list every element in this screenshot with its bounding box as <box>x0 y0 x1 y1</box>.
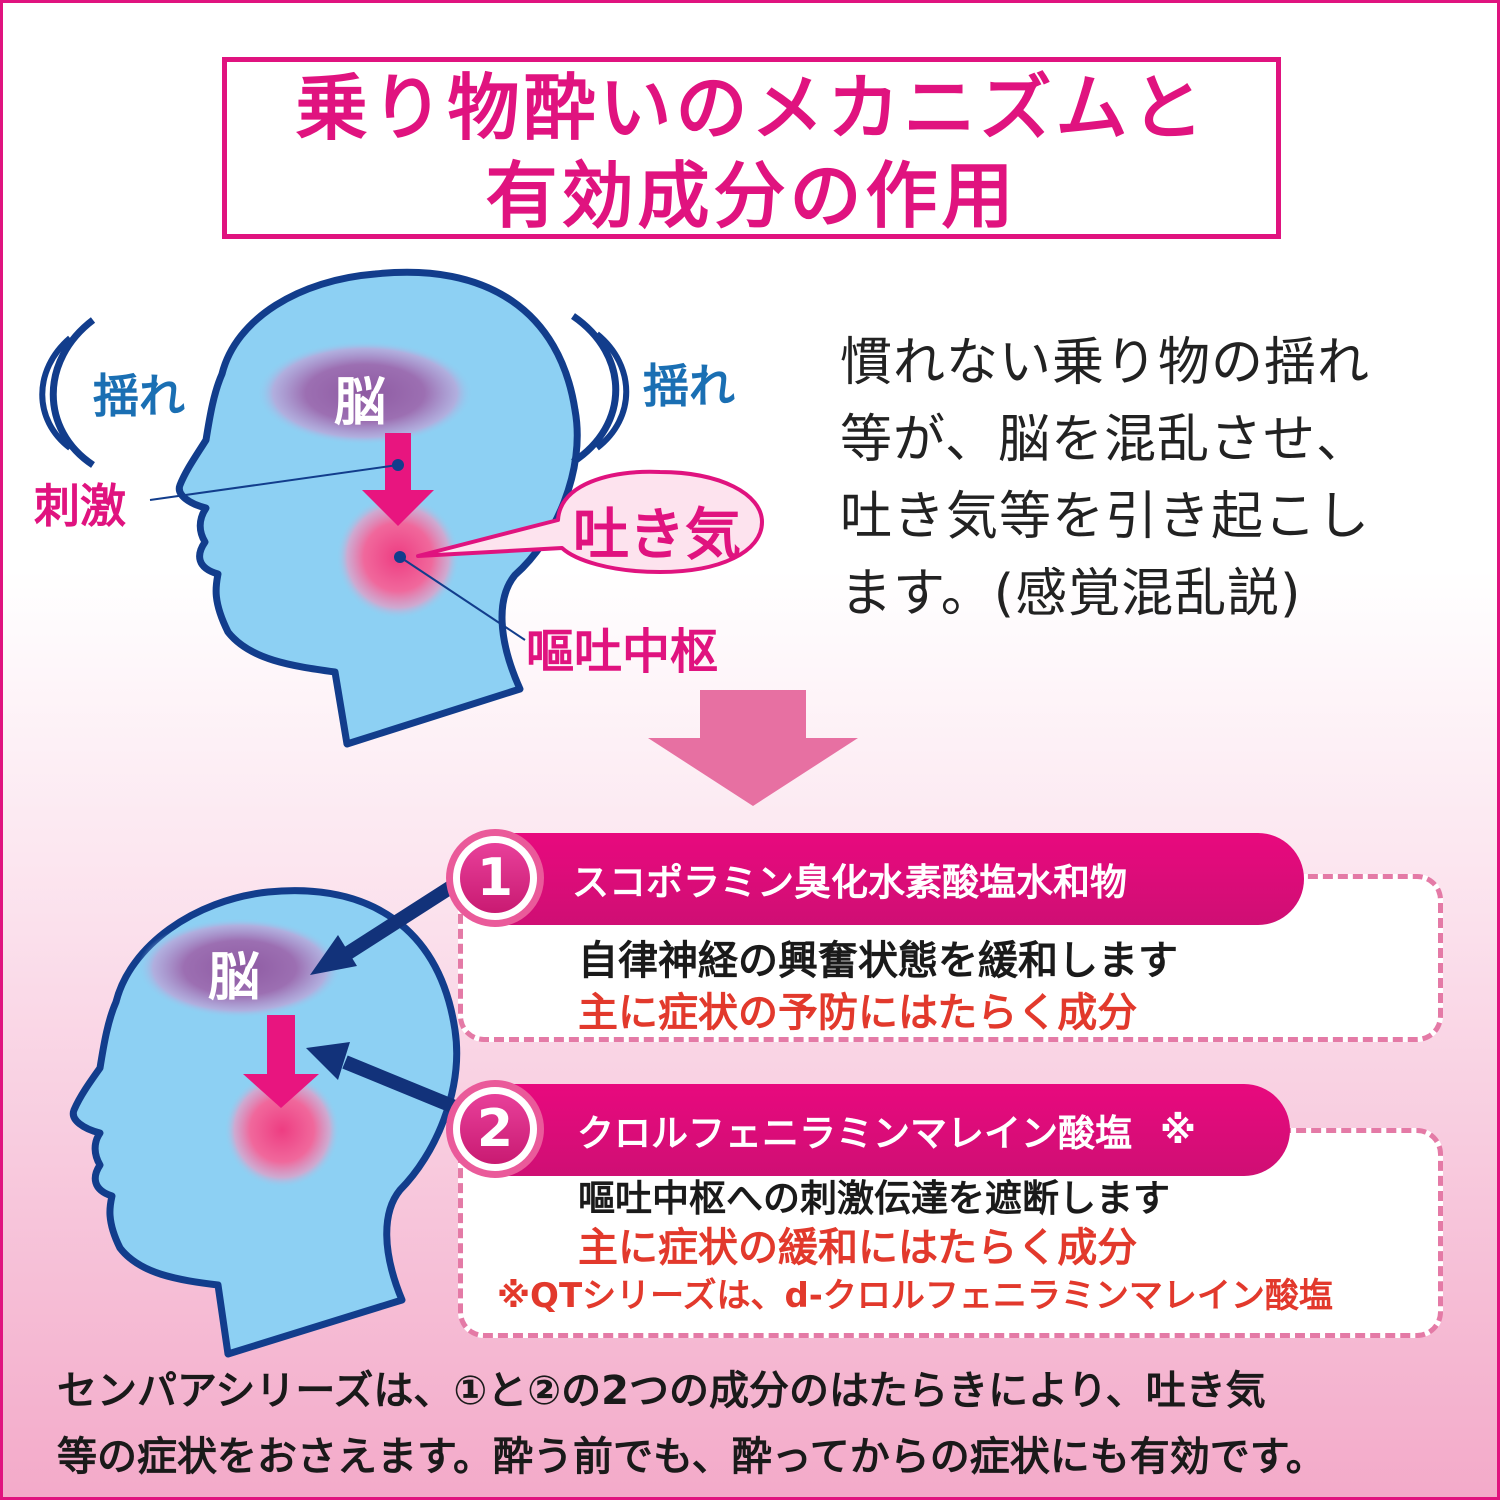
mechanism-description: 慣れない乗り物の揺れ 等が、脳を混乱させ、 吐き気等を引き起こし ます。(感覚混… <box>840 325 1370 633</box>
ingredient-2-effect: 嘔吐中枢への刺激伝達を遮断します <box>578 1177 1170 1220</box>
ingredient-1-pointer-shaft <box>341 874 466 961</box>
stimulus-label: 刺激 <box>34 479 126 533</box>
vomiting-center-pointer-line <box>399 556 526 641</box>
description-line-3: 吐き気等を引き起こし <box>840 487 1371 547</box>
ingredient-1-pointer-head <box>310 935 357 975</box>
description-line-2: 等が、脳を混乱させ、 <box>840 410 1369 470</box>
ingredient-2-pointer-head <box>306 1042 350 1080</box>
ingredient-2-footnote-mark: ※ <box>1160 1108 1196 1152</box>
title-line-2: 有効成分の作用 <box>485 154 1018 238</box>
vomiting-center-glow-bottom <box>224 1072 340 1188</box>
brain-glow-bottom <box>138 918 342 1018</box>
brain-glow-top <box>257 341 473 445</box>
ingredient-1-role: 主に症状の予防にはたらく成分 <box>578 990 1138 1036</box>
brain-label-bottom: 脳 <box>208 948 261 1008</box>
nausea-bubble <box>416 469 764 574</box>
ingredient-1-number-badge: 1 <box>446 829 544 927</box>
summary-line-1: センパアシリーズは、①と②の2つの成分のはたらきにより、吐き気 <box>57 1368 1266 1414</box>
sway-arc-left-1 <box>49 317 96 468</box>
signal-arrow-head-bottom <box>243 1074 319 1108</box>
ingredient-2-name: クロルフェニラミンマレイン酸塩 <box>577 1112 1132 1155</box>
signal-arrow-shaft-bottom <box>267 1015 295 1077</box>
ingredient-2-number-badge: 2 <box>446 1080 544 1178</box>
sway-label-left: 揺れ <box>93 369 185 423</box>
stimulus-pointer-line <box>149 464 399 501</box>
description-line-1: 慣れない乗り物の揺れ <box>840 333 1371 393</box>
sway-arc-right-2 <box>595 331 630 451</box>
summary-text: センパアシリーズは、①と②の2つの成分のはたらきにより、吐き気 等の症状をおさえ… <box>57 1358 1326 1490</box>
summary-line-2: 等の症状をおさえます。酔う前でも、酔ってからの症状にも有効です。 <box>57 1434 1326 1480</box>
ingredient-1-name: スコポラミン臭化水素酸塩水和物 <box>572 861 1127 904</box>
ingredient-2-pointer-shaft <box>342 1055 465 1117</box>
page-title: 乗り物酔いのメカニズムと 有効成分の作用 <box>222 57 1281 239</box>
ingredient-1-number: 1 <box>460 843 530 913</box>
sway-arc-right-1 <box>571 313 620 465</box>
transition-down-arrow <box>648 690 858 806</box>
ingredient-1-effect: 自律神経の興奮状態を緩和します <box>578 938 1178 984</box>
brain-label-top: 脳 <box>334 373 387 433</box>
ingredient-2-number: 2 <box>460 1094 530 1164</box>
title-line-1: 乗り物酔いのメカニズムと <box>295 66 1208 150</box>
description-line-4: ます。(感覚混乱説) <box>840 564 1302 624</box>
sway-label-right: 揺れ <box>643 359 735 413</box>
ingredient-2-header: クロルフェニラミンマレイン酸塩 ※ <box>452 1084 1290 1176</box>
ingredient-2-note: ※QTシリーズは、d-クロルフェニラミンマレイン酸塩 <box>497 1276 1333 1316</box>
ingredient-1-header: スコポラミン臭化水素酸塩水和物 <box>452 833 1304 925</box>
vomiting-center-label: 嘔吐中枢 <box>526 624 719 680</box>
sway-arc-left-2 <box>39 335 72 451</box>
signal-arrow-head-top <box>362 490 434 526</box>
nausea-label: 吐き気 <box>573 503 741 568</box>
ingredient-2-role: 主に症状の緩和にはたらく成分 <box>578 1225 1138 1271</box>
